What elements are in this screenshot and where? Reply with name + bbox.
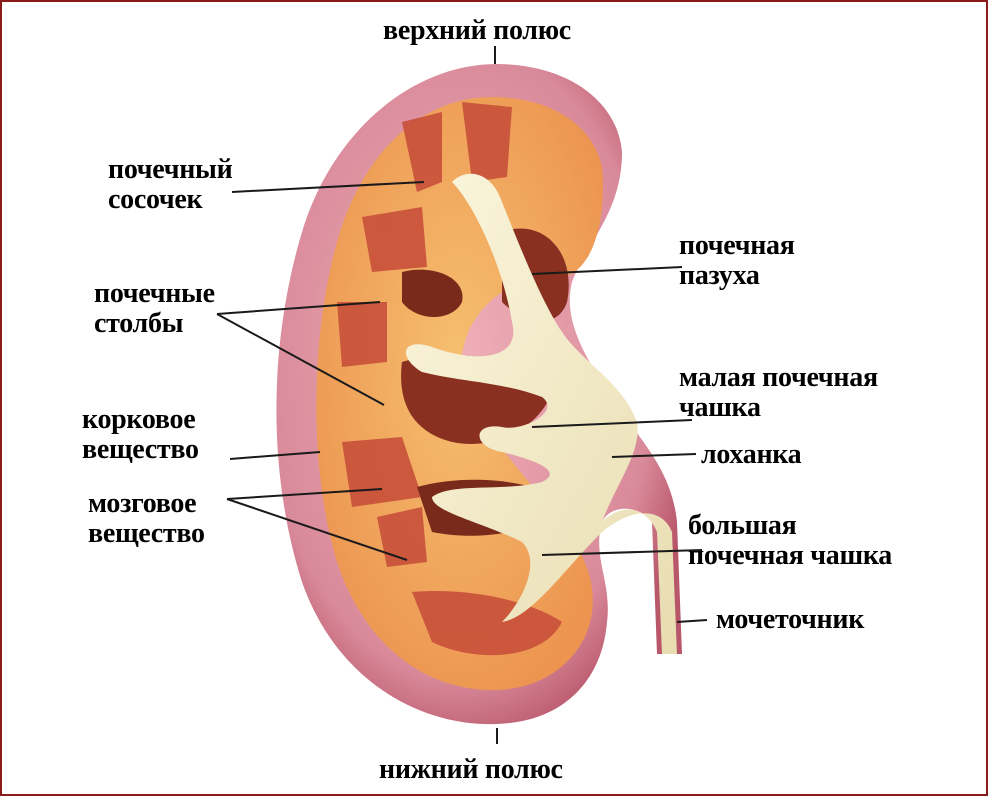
label-renal-sinus: почечная пазуха xyxy=(679,230,795,291)
renal-pelvis xyxy=(405,173,677,654)
label-minor-calyx: малая почечная чашка xyxy=(679,362,878,423)
leader-lines xyxy=(216,46,708,744)
label-renal-columns: почечные столбы xyxy=(94,278,215,339)
label-ureter: мочеточник xyxy=(716,604,865,635)
label-pelvis: лоханка xyxy=(701,439,802,470)
label-lower-pole: нижний полюс xyxy=(379,754,563,785)
label-major-calyx: большая почечная чашка xyxy=(688,510,892,571)
label-upper-pole: верхний полюс xyxy=(383,15,571,46)
label-medulla: мозговое вещество xyxy=(88,488,205,549)
label-cortex: корковое вещество xyxy=(82,404,199,465)
label-renal-papilla: почечный сосочек xyxy=(108,154,233,215)
